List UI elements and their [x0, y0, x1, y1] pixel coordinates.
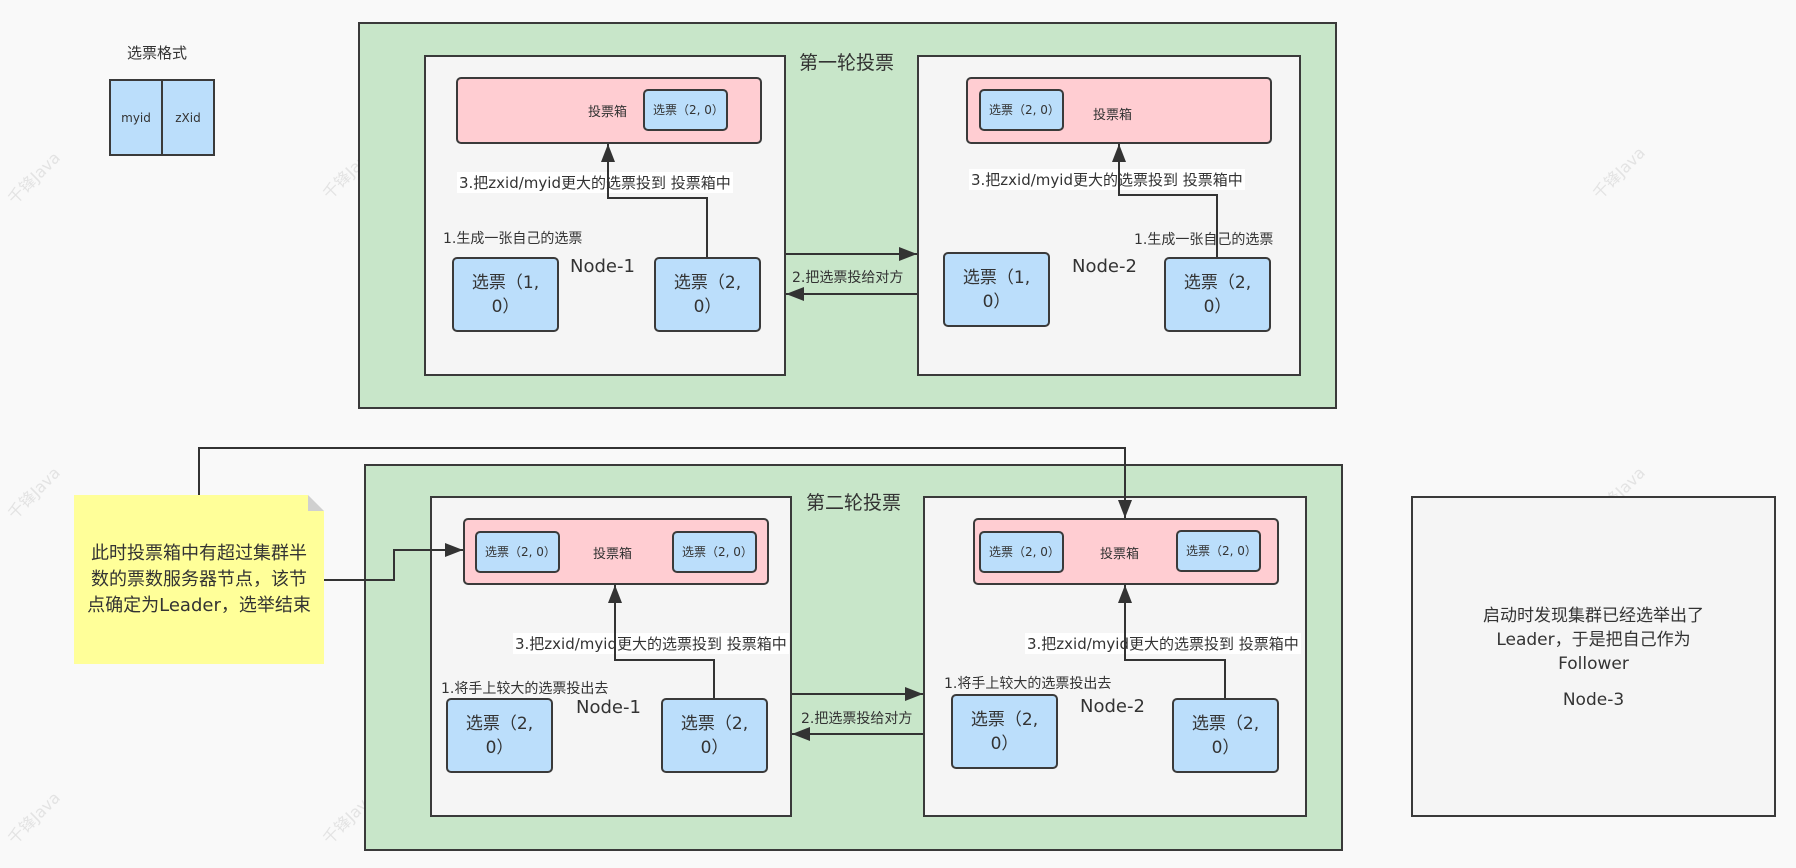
- ballot-box-label: 投票箱: [1100, 547, 1140, 562]
- ballot-box-ticket: 选票（2, 0）: [1176, 530, 1261, 572]
- ticket: 选票（2, 0）: [1164, 257, 1271, 332]
- ticket: 选票（2, 0）: [951, 694, 1058, 769]
- step3-label: 3.把zxid/myid更大的选票投到 投票箱中: [1025, 633, 1301, 654]
- ticket: 选票（2, 0）: [1172, 698, 1279, 773]
- ticket: 选票（2, 0）: [661, 698, 768, 773]
- ticket: 选票（1, 0）: [943, 252, 1050, 327]
- ballot-box-ticket: 选票（2, 0）: [979, 89, 1064, 131]
- note-text: 此时投票箱中有超过集群半数的票数服务器节点，该节点确定为Leader，选举结束: [87, 542, 311, 616]
- legend-field-myid: myid: [111, 81, 163, 154]
- ticket: 选票（2, 0）: [446, 698, 553, 773]
- ballot-box-label: 投票箱: [593, 547, 633, 562]
- legend-field-zxid: zXid: [175, 110, 201, 125]
- step1-label: 1.生成一张自己的选票: [442, 228, 584, 248]
- step3-label: 3.把zxid/myid更大的选票投到 投票箱中: [457, 172, 733, 193]
- watermark: 千锋Java: [3, 148, 64, 209]
- step1-label: 1.将手上较大的选票投出去: [943, 673, 1113, 693]
- step1-label: 1.将手上较大的选票投出去: [440, 678, 610, 698]
- ticket: 选票（1, 0）: [452, 257, 559, 332]
- ballot-format-legend: myid zXid: [109, 79, 215, 156]
- round2-title: 第二轮投票: [806, 492, 902, 514]
- ticket: 选票（2, 0）: [654, 257, 761, 332]
- watermark: 千锋Java: [3, 463, 64, 524]
- ballot-box-ticket: 选票（2, 0）: [643, 89, 728, 131]
- ballot-box-ticket: 选票（2, 0）: [979, 531, 1064, 573]
- step1-label: 1.生成一张自己的选票: [1133, 229, 1275, 249]
- node3-name: Node-3: [1562, 689, 1625, 710]
- leader-elected-note: 此时投票箱中有超过集群半数的票数服务器节点，该节点确定为Leader，选举结束: [74, 495, 324, 664]
- ballot-box-ticket: 选票（2, 0）: [475, 531, 560, 573]
- exchange-label: 2.把选票投给对方: [800, 708, 914, 728]
- node-name: Node-1: [570, 256, 635, 277]
- node-name: Node-1: [576, 697, 641, 718]
- round1-title: 第一轮投票: [799, 52, 895, 74]
- node3: 启动时发现集群已经选举出了Leader，于是把自己作为Follower Node…: [1411, 496, 1776, 817]
- note-fold-corner: [308, 495, 324, 511]
- ballot-box-label: 投票箱: [1093, 108, 1133, 123]
- legend-title: 选票格式: [127, 44, 188, 62]
- watermark: 千锋Java: [3, 788, 64, 849]
- step3-label: 3.把zxid/myid更大的选票投到 投票箱中: [513, 633, 789, 654]
- exchange-label: 2.把选票投给对方: [791, 267, 905, 287]
- node-name: Node-2: [1080, 696, 1145, 717]
- watermark: 千锋Java: [1588, 143, 1649, 204]
- ballot-box-label: 投票箱: [588, 105, 628, 120]
- node3-description: 启动时发现集群已经选举出了Leader，于是把自己作为Follower: [1483, 605, 1704, 674]
- step3-label: 3.把zxid/myid更大的选票投到 投票箱中: [969, 169, 1245, 190]
- ballot-box-ticket: 选票（2, 0）: [672, 531, 757, 573]
- node-name: Node-2: [1072, 256, 1137, 277]
